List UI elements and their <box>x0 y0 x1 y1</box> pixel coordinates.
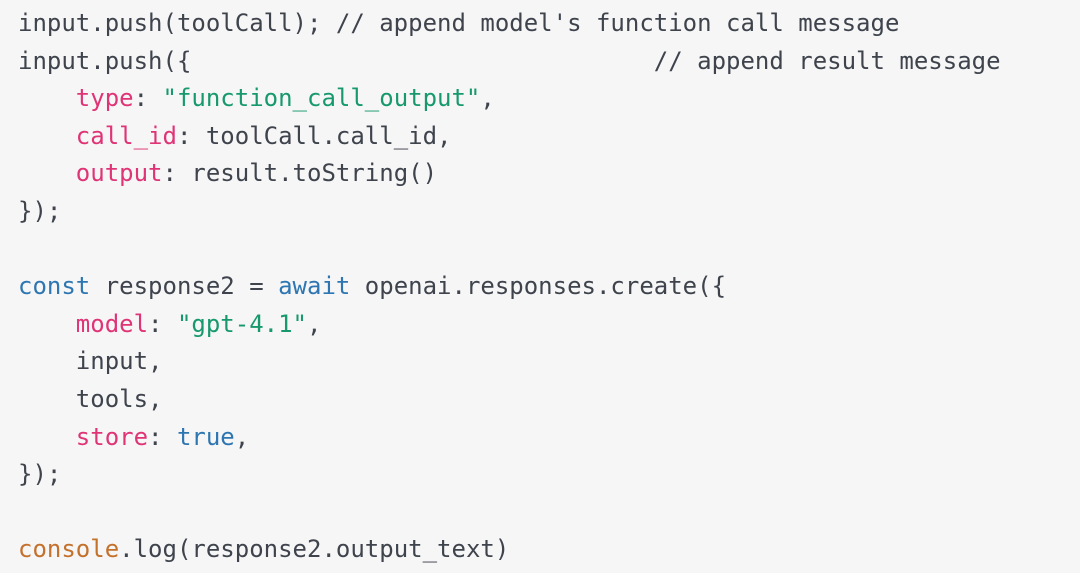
code-token-plain: : toolCall.call_id, <box>176 121 452 150</box>
code-token-plain: .log(response2.output_text) <box>119 535 510 564</box>
code-line: const response2 = await openai.responses… <box>18 272 726 300</box>
code-token-property: model <box>75 309 149 338</box>
code-token-property: call_id <box>75 121 177 150</box>
code-token-plain: }); <box>18 196 62 225</box>
code-token-string: "function_call_output" <box>162 84 481 113</box>
code-token-string: "gpt-4.1" <box>176 309 307 338</box>
code-token-plain: , <box>307 309 322 338</box>
code-line: }); <box>18 197 61 225</box>
code-token-builtin: console <box>18 535 120 564</box>
code-line: call_id: toolCall.call_id, <box>18 122 452 150</box>
code-token-property: output <box>75 159 163 188</box>
code-token-plain: input.push({ // append result message <box>18 46 1001 75</box>
code-token-plain: : <box>148 309 177 338</box>
code-line: input.push({ // append result message <box>18 47 1001 75</box>
code-token-property: store <box>75 422 149 451</box>
code-token-plain: openai.responses.create({ <box>350 272 727 301</box>
code-token-plain <box>18 423 76 451</box>
code-token-plain: : <box>133 84 163 113</box>
code-token-plain: response2 = <box>90 272 279 301</box>
code-line: output: result.toString() <box>18 159 437 187</box>
code-line: store: true, <box>18 423 249 451</box>
code-line: type: "function_call_output", <box>18 84 495 112</box>
code-token-keyword: const <box>18 272 91 301</box>
code-token-plain: }); <box>18 460 62 489</box>
code-line: tools, <box>18 385 163 413</box>
code-line: console.log(response2.output_text) <box>18 535 509 563</box>
code-line: }); <box>18 460 61 488</box>
code-token-plain <box>18 84 76 112</box>
code-token-plain: tools, <box>18 384 163 413</box>
code-token-plain <box>18 122 76 150</box>
code-token-plain: input.push(toolCall); // append model's … <box>18 9 900 37</box>
code-token-plain: input, <box>18 347 163 376</box>
code-token-plain: : <box>148 422 177 451</box>
code-token-plain: : result.toString() <box>162 159 438 188</box>
code-token-property: type <box>75 84 134 113</box>
code-token-plain <box>18 310 76 338</box>
code-line: input, <box>18 347 163 375</box>
code-token-plain <box>18 159 76 187</box>
code-token-keyword: await <box>278 272 351 301</box>
code-token-plain: , <box>234 422 250 451</box>
code-token-keyword: true <box>176 422 235 451</box>
code-line: model: "gpt-4.1", <box>18 309 322 338</box>
code-line: input.push(toolCall); // append model's … <box>18 9 899 37</box>
code-token-plain: , <box>480 84 495 113</box>
